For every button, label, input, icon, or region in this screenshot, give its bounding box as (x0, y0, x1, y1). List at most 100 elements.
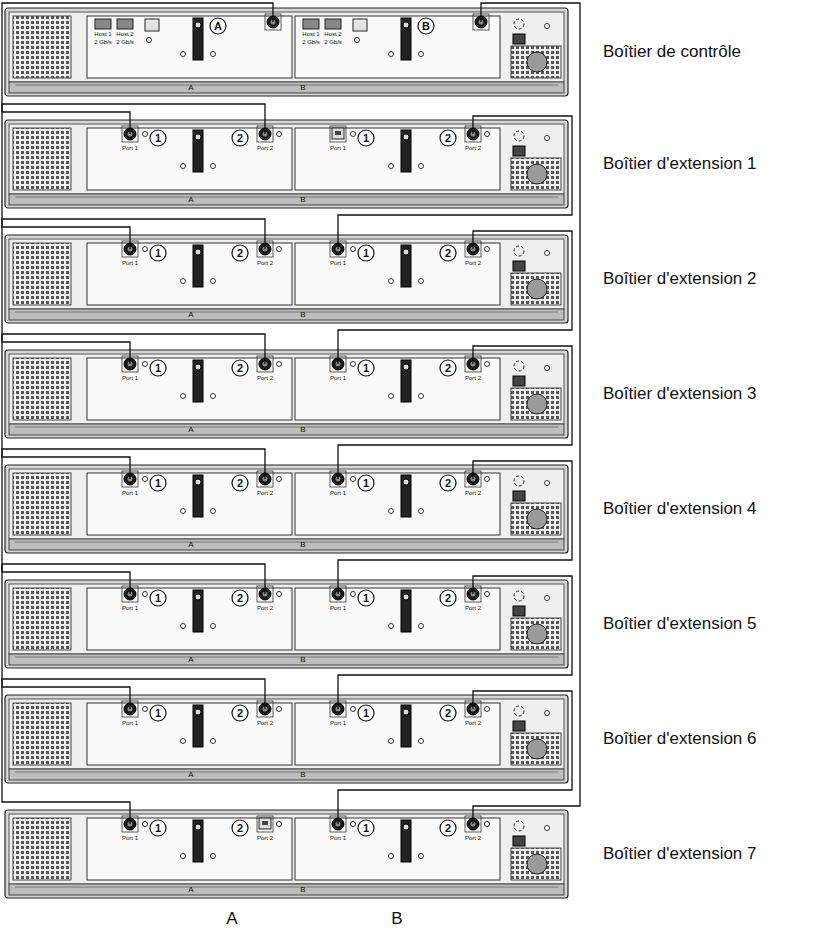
status-led (211, 854, 216, 859)
status-led (389, 624, 394, 629)
status-led (485, 707, 490, 712)
power-switch (513, 721, 525, 731)
power-switch (513, 606, 525, 616)
callout-number: 2 (445, 823, 451, 834)
port-label: Port 1 (330, 490, 346, 496)
status-led (419, 739, 424, 744)
status-led (545, 711, 550, 716)
callout-circle (440, 705, 456, 721)
rail-mark: A (188, 84, 193, 92)
status-led (181, 394, 186, 399)
callout-circle (358, 130, 374, 146)
cable (338, 461, 572, 594)
port-slot (335, 131, 341, 135)
io-module (295, 588, 500, 650)
callout-number: 2 (445, 248, 451, 259)
latch-screw (195, 479, 201, 485)
status-led (181, 279, 186, 284)
speed-label: 2 Gb/s (302, 39, 320, 45)
callout-number: 1 (155, 708, 161, 719)
io-module (295, 818, 500, 880)
vent-grid (13, 703, 71, 765)
rail-edge (15, 197, 558, 198)
callout-circle (440, 245, 456, 261)
io-module (87, 703, 292, 765)
port-label: Port 1 (122, 605, 138, 611)
vent-grid (13, 243, 71, 305)
enclosure-drawing (5, 350, 568, 438)
callout-circle (150, 130, 166, 146)
callout-circle (150, 705, 166, 721)
enclosure-face (9, 814, 564, 884)
port-label: Port 1 (330, 605, 346, 611)
io-module (87, 818, 292, 880)
callout-number: 1 (155, 823, 161, 834)
callout-number: 2 (237, 708, 243, 719)
callout-circle (418, 18, 434, 34)
vent-grid (511, 848, 561, 880)
status-led (389, 739, 394, 744)
enclosure-drawing (5, 465, 568, 553)
cable (473, 3, 580, 824)
latch (401, 820, 411, 862)
status-led (419, 279, 424, 284)
enclosure-label: Boîtier de contrôle (603, 42, 741, 62)
enclosure-label: Boîtier d'extension 3 (603, 384, 757, 404)
status-led (389, 854, 394, 859)
latch-screw (403, 709, 409, 715)
status-led (277, 247, 282, 252)
ethernet-port (145, 19, 159, 31)
status-led (419, 52, 424, 57)
latch (193, 590, 203, 632)
io-module (87, 128, 292, 190)
rail-mark: B (300, 196, 305, 204)
vent-grid (511, 273, 561, 305)
callout-number: 1 (363, 363, 369, 374)
cable (2, 3, 273, 134)
vent-grid (511, 503, 561, 535)
status-led (485, 592, 490, 597)
status-led (545, 481, 550, 486)
rail-mark: A (188, 771, 193, 779)
rail-edge (15, 427, 558, 428)
enclosure-drawing (5, 120, 568, 208)
callout-number: 2 (445, 593, 451, 604)
status-led (143, 362, 148, 367)
power-switch (513, 261, 525, 271)
port-label: Port 1 (330, 260, 346, 266)
callout-circle (150, 245, 166, 261)
host-port (95, 19, 111, 29)
bottom-rail (9, 82, 564, 93)
port-housing (257, 816, 273, 832)
status-led (277, 592, 282, 597)
bottom-rail (9, 309, 564, 320)
status-led (211, 624, 216, 629)
vent-grid (13, 473, 71, 535)
status-led (211, 394, 216, 399)
enclosure-frame (5, 810, 568, 898)
status-led (545, 251, 550, 256)
callout-circle (358, 475, 374, 491)
status-led (351, 477, 356, 482)
enclosure-frame (5, 235, 568, 323)
status-led (211, 279, 216, 284)
callout-number: 2 (237, 133, 243, 144)
enclosure-face (9, 239, 564, 309)
callout-number: 1 (155, 478, 161, 489)
io-module (87, 16, 292, 78)
callout-number: 2 (237, 823, 243, 834)
power-button (527, 164, 547, 184)
status-led (277, 707, 282, 712)
port-label: Host 2 (116, 31, 133, 37)
latch-screw (195, 134, 201, 140)
port-empty (332, 128, 344, 139)
io-module (295, 16, 500, 78)
port-housing (330, 126, 346, 142)
power-switch (513, 146, 525, 156)
callout-number: 1 (155, 363, 161, 374)
latch (401, 590, 411, 632)
status-led (419, 624, 424, 629)
enclosure-label: Boîtier d'extension 6 (603, 729, 757, 749)
